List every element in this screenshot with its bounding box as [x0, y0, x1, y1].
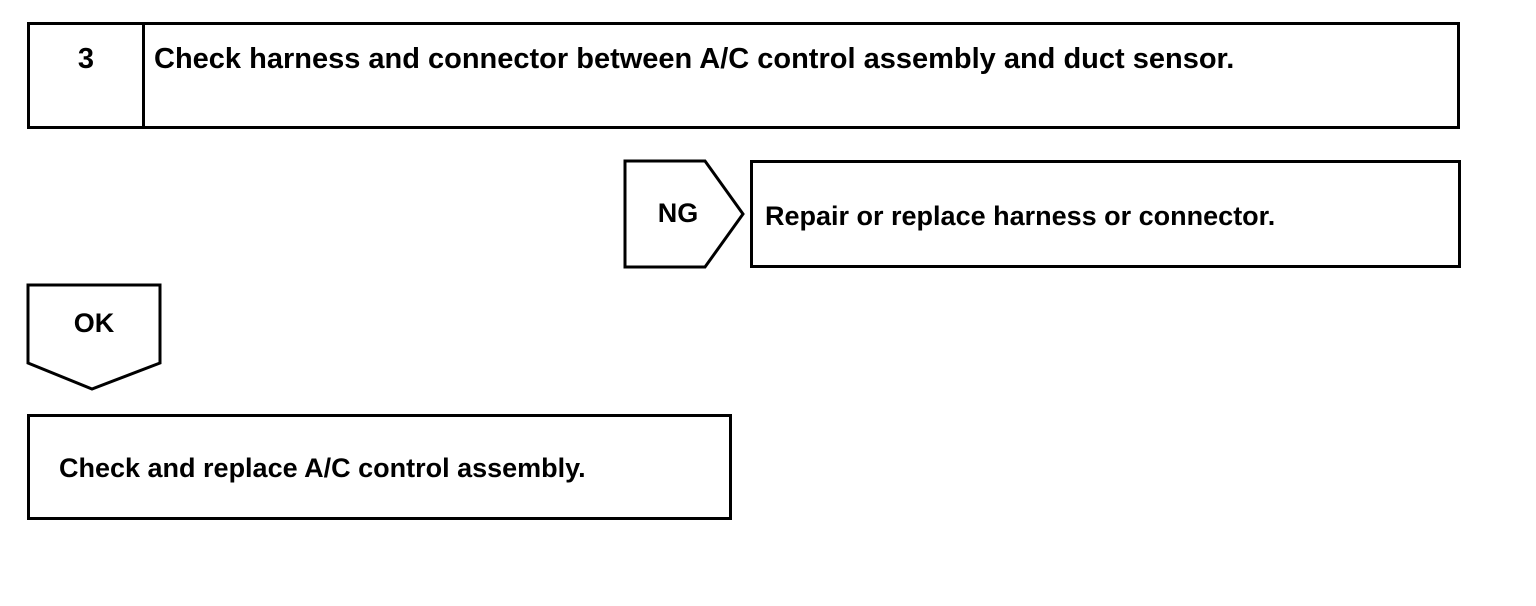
ng-action-box: Repair or replace harness or connector.	[750, 160, 1461, 268]
step-title: Check harness and connector between A/C …	[154, 43, 1235, 75]
ng-label: NG	[657, 198, 699, 228]
ng-action-text: Repair or replace harness or connector.	[765, 201, 1276, 231]
ok-action-box: Check and replace A/C control assembly.	[27, 414, 732, 520]
ok-action-text: Check and replace A/C control assembly.	[59, 453, 586, 483]
step-divider	[142, 25, 145, 126]
step-number: 3	[77, 43, 95, 75]
ok-arrow-pentagon	[26, 283, 162, 391]
ng-arrow-pentagon	[623, 159, 745, 269]
ok-label: OK	[73, 308, 115, 338]
step-header-box: 3 Check harness and connector between A/…	[27, 22, 1460, 129]
